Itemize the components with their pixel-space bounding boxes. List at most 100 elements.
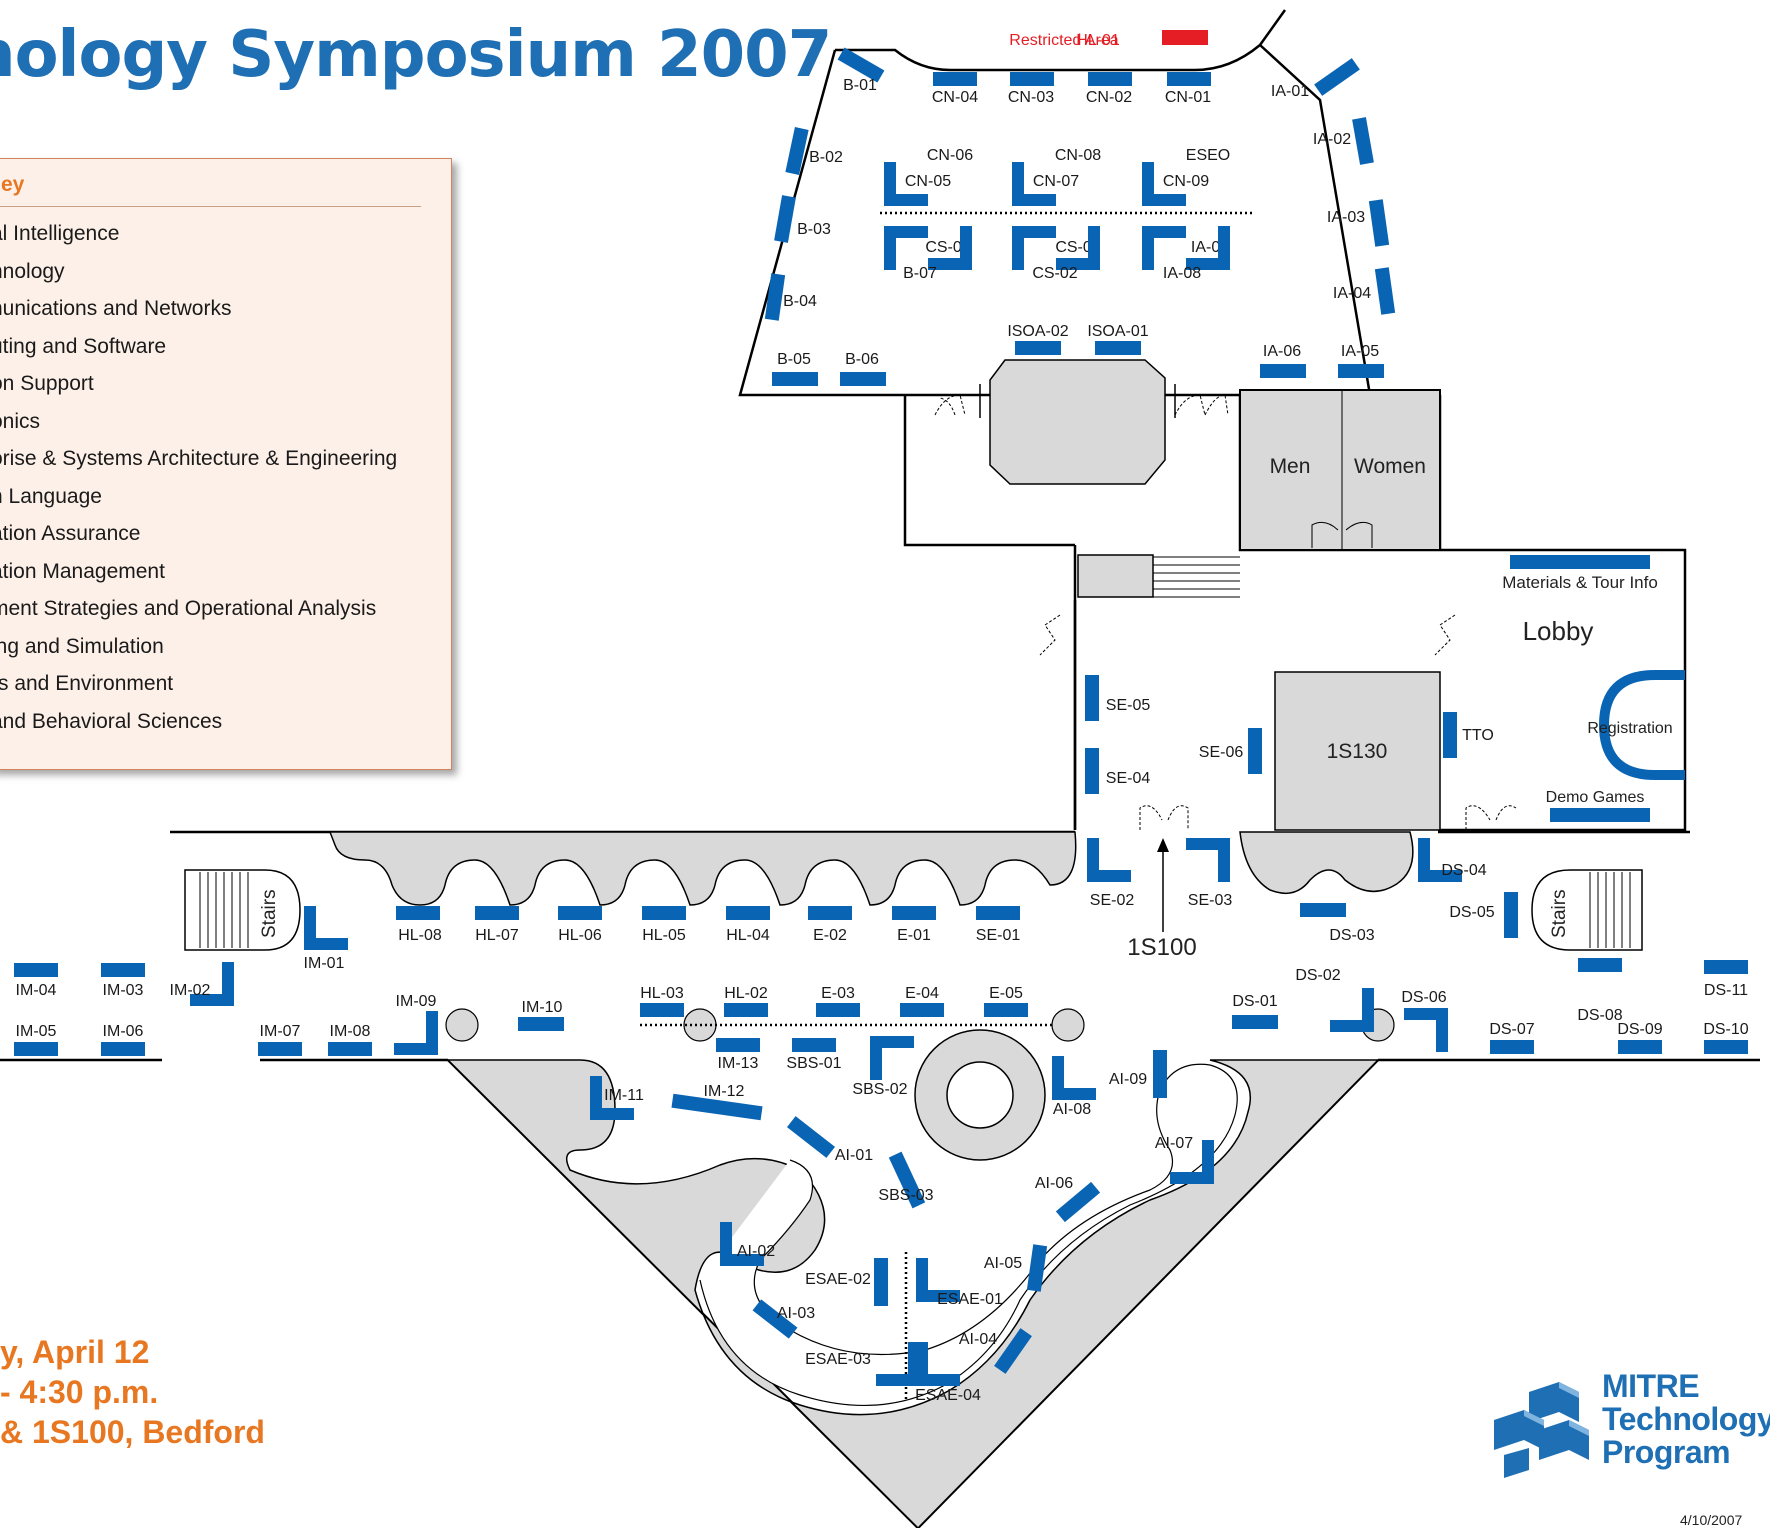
booth-isoa-02[interactable]: ISOA-02 — [1007, 323, 1069, 355]
booth-shape[interactable] — [1490, 1040, 1534, 1054]
booth-shape[interactable] — [1232, 1015, 1278, 1029]
booth-shape[interactable] — [1248, 728, 1262, 774]
booth-hl-04[interactable]: HL-04 — [726, 906, 770, 944]
booth-se-06[interactable]: SE-06 — [1199, 728, 1262, 774]
booth-im-02[interactable]: IM-02 — [170, 962, 234, 1006]
booth-e-02[interactable]: E-02 — [808, 906, 852, 944]
booth-shape[interactable] — [1618, 1040, 1662, 1054]
booth-b-02[interactable]: B-02 — [785, 127, 843, 175]
booth-ds-10[interactable]: DS-10 — [1703, 1021, 1749, 1054]
booth-shape[interactable] — [928, 226, 972, 270]
booth-e-03[interactable]: E-03 — [816, 985, 860, 1017]
booth-shape[interactable] — [1026, 1244, 1048, 1292]
booth-im-04[interactable]: IM-04 — [14, 963, 58, 999]
booth-ai-09[interactable]: AI-09 — [1109, 1050, 1167, 1098]
booth-shape[interactable] — [1055, 1181, 1101, 1223]
booth-cn-01[interactable]: CN-01 — [1165, 72, 1211, 106]
booth-shape[interactable] — [1087, 838, 1131, 882]
booth-shape[interactable] — [1010, 72, 1054, 86]
booth-ai-03[interactable]: AI-03 — [752, 1299, 816, 1339]
booth-shape[interactable] — [785, 127, 809, 175]
booth-shape[interactable] — [840, 372, 886, 386]
booth-im-05[interactable]: IM-05 — [14, 1023, 58, 1056]
booth-tto[interactable]: TTO — [1443, 712, 1494, 758]
booth-ia-04[interactable]: IA-04 — [1333, 267, 1396, 315]
booth-shape[interactable] — [1052, 1056, 1096, 1100]
booth-b-06[interactable]: B-06 — [840, 351, 886, 386]
booth-im-07[interactable]: IM-07 — [258, 1023, 302, 1056]
booth-shape[interactable] — [884, 226, 928, 270]
booth-shape[interactable] — [1314, 58, 1360, 96]
booth-shape[interactable] — [1186, 838, 1230, 882]
booth-shape[interactable] — [774, 195, 796, 243]
booth-shape[interactable] — [884, 162, 928, 206]
booth-ia-06[interactable]: IA-06 — [1260, 343, 1306, 378]
booth-esae-04[interactable]: ESAE-04 — [915, 1342, 981, 1404]
booth-se-04[interactable]: SE-04 — [1085, 748, 1150, 794]
booth-shape[interactable] — [1142, 162, 1186, 206]
booth-ds-04[interactable]: DS-04 — [1418, 838, 1487, 882]
booth-hl-02[interactable]: HL-02 — [724, 985, 768, 1017]
booth-shape[interactable] — [984, 1003, 1028, 1017]
booth-shape[interactable] — [1085, 675, 1099, 721]
booth-shape[interactable] — [1095, 341, 1141, 355]
booth-b-03[interactable]: B-03 — [774, 195, 831, 243]
booth-shape[interactable] — [976, 906, 1020, 920]
booth-ia-05[interactable]: IA-05 — [1338, 343, 1384, 378]
booth-ai-08[interactable]: AI-08 — [1052, 1056, 1096, 1118]
booth-cn-08[interactable]: CN-08 — [1055, 147, 1101, 164]
booth-shape[interactable] — [1404, 1008, 1448, 1052]
booth-hl-03[interactable]: HL-03 — [640, 985, 684, 1017]
booth-ai-02[interactable]: AI-02 — [720, 1222, 775, 1266]
booth-shape[interactable] — [808, 906, 852, 920]
booth-sbs-02[interactable]: SBS-02 — [852, 1036, 914, 1098]
booth-cn-05[interactable]: CN-05 — [884, 162, 951, 206]
booth-im-09[interactable]: IM-09 — [394, 993, 438, 1055]
booth-shape[interactable] — [1012, 226, 1056, 270]
booth-hl-07[interactable]: HL-07 — [475, 906, 519, 944]
booth-cn-04[interactable]: CN-04 — [932, 72, 978, 106]
booth-ai-06[interactable]: AI-06 — [1035, 1175, 1101, 1223]
booth-im-13[interactable]: IM-13 — [716, 1038, 760, 1072]
booth-ai-04[interactable]: AI-04 — [959, 1328, 1032, 1374]
booth-shape[interactable] — [870, 1036, 914, 1080]
booth-shape[interactable] — [874, 1258, 888, 1306]
booth-shape[interactable] — [396, 906, 440, 920]
booth-im-10[interactable]: IM-10 — [518, 999, 564, 1031]
booth-shape[interactable] — [726, 906, 770, 920]
booth-shape[interactable] — [916, 1258, 960, 1302]
booth-shape[interactable] — [720, 1222, 764, 1266]
booth-shape[interactable] — [792, 1038, 836, 1052]
booth-shape[interactable] — [994, 1328, 1032, 1374]
booth-ds-01[interactable]: DS-01 — [1232, 993, 1278, 1029]
booth-b-07[interactable]: B-07 — [903, 226, 972, 282]
booth-shape[interactable] — [590, 1076, 634, 1120]
booth-shape[interactable] — [888, 1151, 926, 1209]
booth-shape[interactable] — [304, 906, 348, 950]
booth-cn-07[interactable]: CN-07 — [1012, 162, 1079, 206]
booth-hl-05[interactable]: HL-05 — [642, 906, 686, 944]
booth-shape[interactable] — [1085, 748, 1099, 794]
booth-im-11[interactable]: IM-11 — [590, 1076, 644, 1120]
booth-shape[interactable] — [933, 72, 977, 86]
booth-shape[interactable] — [716, 1038, 760, 1052]
booth-ds-03[interactable]: DS-03 — [1300, 903, 1375, 944]
booth-ds-08[interactable]: DS-08 — [1577, 958, 1623, 1024]
booth-im-06[interactable]: IM-06 — [101, 1023, 145, 1056]
booth-hl-08[interactable]: HL-08 — [396, 906, 442, 944]
booth-shape[interactable] — [1704, 960, 1748, 974]
booth-shape[interactable] — [1443, 712, 1457, 758]
booth-shape[interactable] — [916, 1342, 960, 1386]
booth-cn-09[interactable]: CN-09 — [1142, 162, 1209, 206]
booth-shape[interactable] — [1374, 267, 1396, 315]
booth-shape[interactable] — [1330, 988, 1374, 1032]
booth-shape[interactable] — [1012, 162, 1056, 206]
booth-shape[interactable] — [1578, 958, 1622, 972]
booth-se-02[interactable]: SE-02 — [1087, 838, 1134, 909]
booth-shape[interactable] — [1368, 199, 1390, 247]
booth-im-01[interactable]: IM-01 — [304, 906, 348, 972]
booth-e-01[interactable]: E-01 — [892, 906, 936, 944]
booth-shape[interactable] — [1418, 838, 1462, 882]
booth-esae-01[interactable]: ESAE-01 — [916, 1258, 1003, 1308]
booth-isoa-01[interactable]: ISOA-01 — [1087, 323, 1149, 355]
